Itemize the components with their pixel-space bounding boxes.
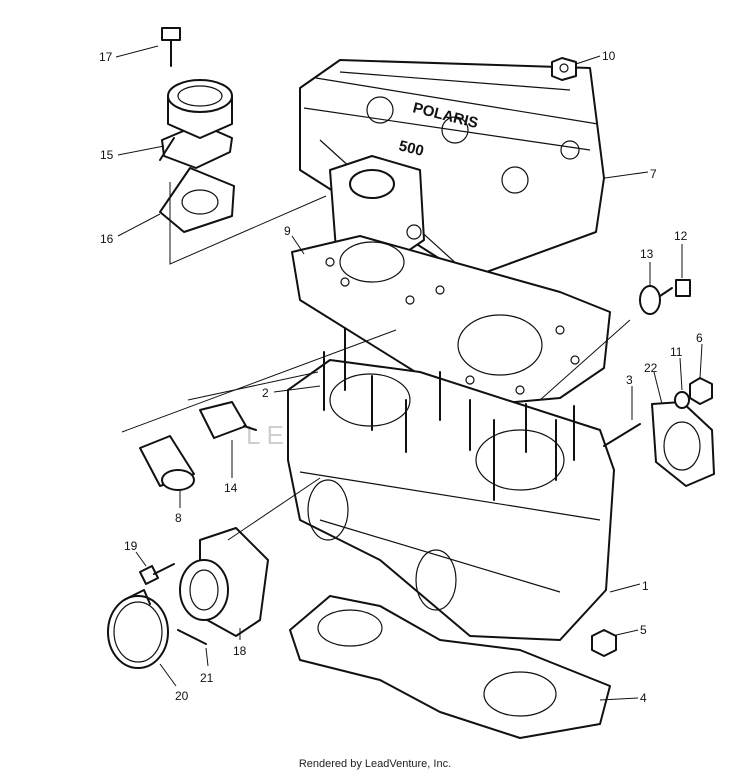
head-gasket[interactable] bbox=[291, 235, 611, 407]
temperature-sensor[interactable] bbox=[199, 401, 257, 439]
callout-10: 10 bbox=[575, 49, 616, 65]
callout-7: 7 bbox=[604, 167, 657, 181]
callout-1: 1 bbox=[609, 579, 649, 593]
callout-13: 13 bbox=[640, 247, 654, 286]
intake-flange[interactable] bbox=[179, 527, 269, 637]
bolt-12[interactable] bbox=[659, 279, 691, 297]
outlet-gasket[interactable] bbox=[159, 167, 235, 233]
callout-label-11: 11 bbox=[670, 345, 683, 359]
callout-label-4: 4 bbox=[640, 691, 647, 705]
stud-3[interactable] bbox=[603, 423, 641, 447]
callout-label-1: 1 bbox=[642, 579, 649, 593]
callout-2: 2 bbox=[262, 385, 321, 400]
footer-credit: Rendered by LeadVenture, Inc. bbox=[298, 758, 452, 770]
base-gasket[interactable] bbox=[289, 595, 611, 739]
stud-bolts bbox=[323, 327, 575, 501]
callout-19: 19 bbox=[124, 539, 147, 567]
cylinder-head-cover[interactable]: POLARIS 500 bbox=[299, 59, 605, 279]
cylinder-block[interactable] bbox=[287, 359, 615, 641]
callout-16: 16 bbox=[100, 213, 161, 246]
callout-18: 18 bbox=[233, 628, 247, 658]
callout-label-15: 15 bbox=[100, 148, 114, 162]
callout-6: 6 bbox=[696, 331, 703, 379]
water-outlet-elbow[interactable] bbox=[159, 79, 233, 169]
callout-4: 4 bbox=[599, 691, 647, 705]
callout-label-6: 6 bbox=[696, 331, 703, 345]
callout-label-14: 14 bbox=[224, 481, 238, 495]
cover-model-lettering: 500 bbox=[397, 137, 425, 160]
washer-11[interactable] bbox=[674, 391, 690, 409]
callout-label-20: 20 bbox=[175, 689, 189, 703]
screw-19[interactable] bbox=[139, 563, 175, 585]
nut-6[interactable] bbox=[689, 377, 713, 405]
pin-21[interactable] bbox=[177, 629, 207, 645]
hose-clamp[interactable] bbox=[107, 589, 169, 669]
cap-8[interactable] bbox=[139, 435, 195, 491]
callout-label-2: 2 bbox=[262, 386, 269, 400]
callout-9: 9 bbox=[284, 224, 305, 255]
callout-5: 5 bbox=[611, 623, 647, 637]
washer-13[interactable] bbox=[639, 285, 661, 315]
alignment-lines bbox=[121, 182, 631, 541]
callout-3: 3 bbox=[626, 373, 633, 420]
callout-8: 8 bbox=[175, 490, 182, 525]
callout-label-12: 12 bbox=[674, 229, 688, 243]
nut-10[interactable] bbox=[551, 57, 577, 81]
exhaust-gasket[interactable] bbox=[651, 401, 715, 487]
callout-label-17: 17 bbox=[99, 50, 113, 64]
callout-label-22: 22 bbox=[644, 361, 658, 375]
callout-17: 17 bbox=[99, 45, 159, 64]
bolt-17[interactable] bbox=[161, 27, 181, 67]
callout-22: 22 bbox=[644, 361, 663, 405]
callout-label-8: 8 bbox=[175, 511, 182, 525]
callout-15: 15 bbox=[100, 145, 165, 162]
callout-label-7: 7 bbox=[650, 167, 657, 181]
callout-label-3: 3 bbox=[626, 373, 633, 387]
callout-11: 11 bbox=[670, 345, 683, 391]
callout-label-5: 5 bbox=[640, 623, 647, 637]
callout-21: 21 bbox=[200, 647, 214, 685]
callout-14: 14 bbox=[224, 440, 238, 495]
callout-12: 12 bbox=[674, 229, 688, 278]
callout-label-19: 19 bbox=[124, 539, 138, 553]
callout-label-9: 9 bbox=[284, 224, 291, 238]
callout-20: 20 bbox=[159, 663, 189, 703]
callouts: 17 10 15 7 16 9 13 12 2 3 22 11 6 14 8 1… bbox=[99, 45, 703, 705]
callout-label-16: 16 bbox=[100, 232, 114, 246]
callout-label-21: 21 bbox=[200, 671, 214, 685]
callout-label-18: 18 bbox=[233, 644, 247, 658]
nut-5[interactable] bbox=[591, 629, 617, 657]
callout-label-13: 13 bbox=[640, 247, 654, 261]
callout-label-10: 10 bbox=[602, 49, 616, 63]
